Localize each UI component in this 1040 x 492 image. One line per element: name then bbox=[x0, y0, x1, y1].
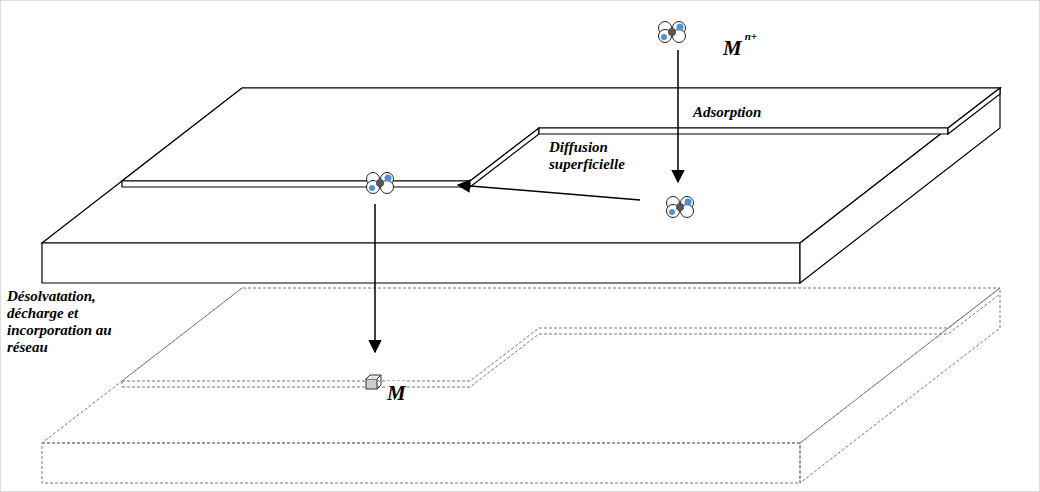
solvent-atom bbox=[385, 175, 392, 182]
substrate-slab bbox=[42, 88, 1000, 283]
ghost-step-edge-lower bbox=[122, 294, 1000, 387]
ghost-front-face bbox=[42, 443, 800, 483]
metal-ion bbox=[376, 179, 384, 187]
step-riser bbox=[470, 128, 539, 187]
metal-atom-cube bbox=[366, 379, 377, 389]
metal-atom-cube-side bbox=[377, 375, 381, 389]
metal-ion bbox=[676, 203, 684, 211]
step-layer-side bbox=[948, 88, 1000, 134]
diffusion-arrow bbox=[458, 185, 640, 200]
ghost-top-face bbox=[42, 288, 1000, 443]
slab-front-face bbox=[42, 243, 800, 283]
solvated-ion bbox=[659, 22, 686, 43]
adsorption-arrow bbox=[677, 50, 679, 182]
atom-symbol: M bbox=[386, 381, 407, 405]
ion-symbol: M bbox=[722, 36, 743, 60]
step-label: Adsorption bbox=[692, 104, 762, 121]
solvent-atom bbox=[677, 24, 684, 31]
step-layer-top bbox=[122, 88, 1000, 181]
step-layer-front-back bbox=[539, 128, 948, 134]
solvent-atom bbox=[685, 199, 692, 206]
metal-ion bbox=[668, 28, 676, 36]
metal-atom-cube-top bbox=[366, 375, 381, 379]
ion-charge: n+ bbox=[744, 30, 758, 43]
solvent-atom bbox=[369, 185, 375, 191]
discharge-arrow bbox=[374, 204, 376, 352]
ghost-slab bbox=[42, 288, 1000, 483]
solvated-ion bbox=[367, 173, 394, 194]
step-label: Diffusion superficielle bbox=[548, 139, 646, 173]
step-label: Désolvatation, décharge et incorporation… bbox=[6, 288, 148, 356]
ghost-step-end bbox=[122, 381, 123, 387]
solvated-ion bbox=[667, 197, 694, 218]
solvent-atom bbox=[661, 34, 667, 40]
solvent-atom bbox=[669, 209, 675, 215]
step-layer-front bbox=[122, 181, 470, 187]
